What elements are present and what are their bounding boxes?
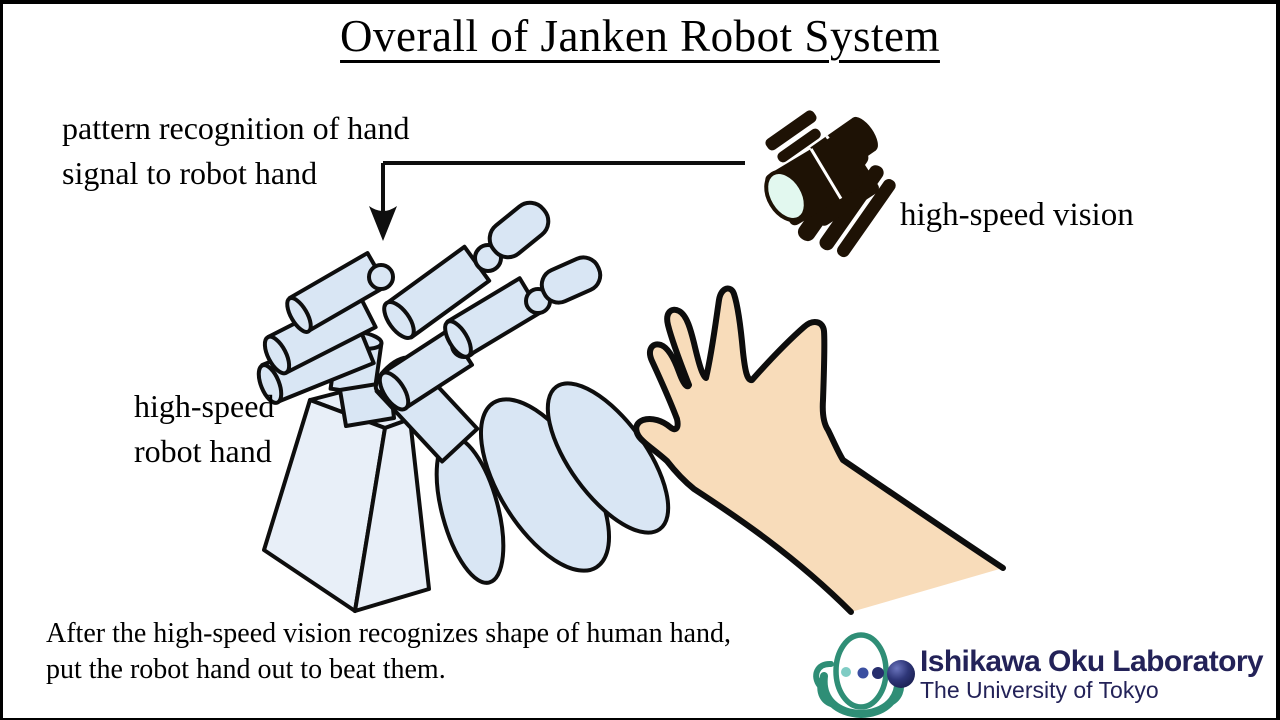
caption-line1: After the high-speed vision recognizes s… bbox=[46, 618, 732, 649]
high-speed-vision-label: high-speed vision bbox=[900, 197, 1134, 233]
robot-hand-label-line1: high-speed bbox=[134, 388, 275, 424]
pattern-recognition-annotation: pattern recognition of hand signal to ro… bbox=[62, 106, 409, 196]
logo-org-name: Ishikawa Oku Laboratory bbox=[920, 645, 1264, 678]
logo-dot-dark bbox=[872, 667, 884, 679]
page-title: Overall of Janken Robot System bbox=[340, 11, 940, 61]
logo-sphere bbox=[887, 660, 915, 688]
camera-lens bbox=[764, 170, 808, 222]
logo-dot-light bbox=[841, 667, 851, 677]
laboratory-logo-text: Ishikawa Oku Laboratory The University o… bbox=[920, 645, 1264, 703]
bottom-caption: After the high-speed vision recognizes s… bbox=[46, 616, 731, 688]
robot-hand-label: high-speed robot hand bbox=[134, 384, 274, 474]
frame-edge-bottom bbox=[0, 718, 1280, 720]
human-hand-icon bbox=[633, 285, 1006, 615]
logo-mark-icon bbox=[813, 632, 915, 719]
pattern-annotation-line1: pattern recognition of hand bbox=[62, 110, 410, 146]
signal-arrow bbox=[369, 161, 745, 241]
robot-hand-icon bbox=[256, 200, 671, 613]
frame-edge-left bbox=[0, 0, 3, 720]
caption-line2: put the robot hand out to beat them. bbox=[46, 654, 446, 685]
logo-university-name: The University of Tokyo bbox=[920, 677, 1159, 703]
camera-icon bbox=[764, 110, 896, 258]
logo-dot-mid bbox=[857, 667, 869, 679]
frame-edge-top bbox=[0, 0, 1280, 4]
robot-hand-label-line2: robot hand bbox=[134, 433, 272, 469]
frame-edge-right bbox=[1276, 0, 1280, 720]
pattern-annotation-line2: signal to robot hand bbox=[62, 155, 318, 191]
